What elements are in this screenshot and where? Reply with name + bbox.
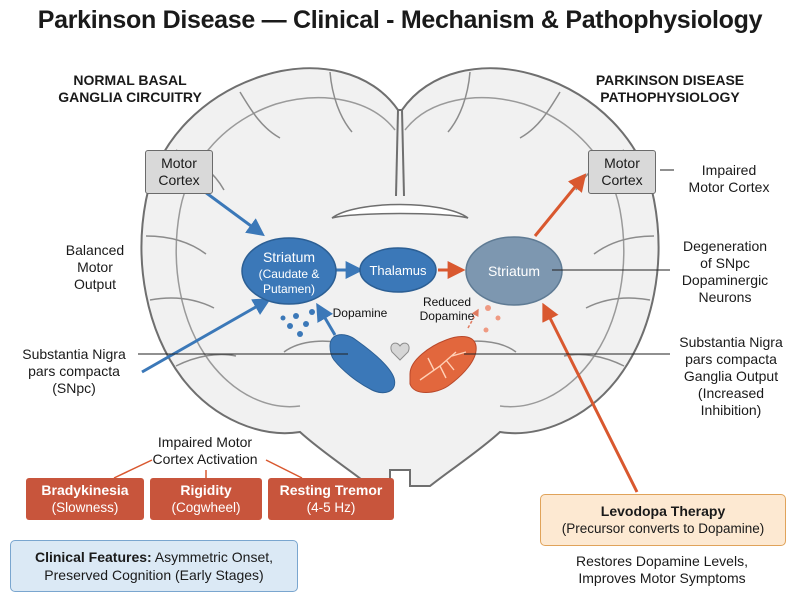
symptom-resting-tremor: Resting Tremor(4-5 Hz): [268, 478, 394, 520]
snpc-left-shape: [329, 334, 396, 394]
arrow-cortex-to-striatum: [204, 190, 265, 237]
striatum-left-label: Striatum: [263, 249, 315, 265]
thalamus-label: Thalamus: [369, 263, 427, 278]
levodopa-therapy-box: Levodopa Therapy (Precursor converts to …: [540, 494, 786, 546]
levodopa-outcome: Restores Dopamine Levels,Improves Motor …: [576, 553, 748, 586]
striatum-left: [241, 237, 337, 305]
striatum-right: [465, 236, 563, 306]
striatum-left-sub2: Putamen): [263, 282, 315, 296]
thalamus: [359, 247, 437, 293]
arrow-levodopa-to-striatum: [542, 302, 639, 493]
clinical-features-label: Clinical Features:: [34, 549, 152, 565]
reduced-dopamine-label-1: Reduced: [423, 295, 471, 309]
striatum-left-sub1: (Caudate &: [259, 267, 320, 281]
clinical-features-box: Clinical Features: Asymmetric Onset, Pre…: [10, 540, 298, 592]
snpc-right-shape: [409, 336, 477, 393]
leader-tremor: [265, 459, 303, 479]
levodopa-title: Levodopa Therapy: [600, 503, 726, 519]
reduced-dopamine-label-2: Dopamine: [420, 309, 475, 323]
symptom-bradykinesia: Bradykinesia(Slowness): [26, 478, 144, 520]
leader-bradykinesia: [113, 459, 153, 479]
reduced-dopamine-dots: [483, 305, 501, 333]
striatum-right-label: Striatum: [488, 263, 540, 279]
arrow-reduced-dopamine: [467, 308, 479, 329]
page-title: Parkinson Disease — Clinical - Mechanism…: [37, 6, 763, 34]
clinical-features-text1: Asymmetric Onset,: [151, 549, 274, 565]
arrow-striatum-to-cortex: [533, 173, 587, 237]
arrow-snpc-to-striatum: [141, 298, 272, 374]
levodopa-subtitle: (Precursor converts to Dopamine): [561, 521, 765, 536]
arrow-dopamine-up: [316, 302, 337, 336]
clinical-features-text2: Preserved Cognition (Early Stages): [44, 567, 264, 583]
dopamine-label: Dopamine: [333, 306, 388, 320]
symptom-rigidity: Rigidity(Cogwheel): [150, 478, 262, 520]
dopamine-dots: [280, 309, 315, 337]
